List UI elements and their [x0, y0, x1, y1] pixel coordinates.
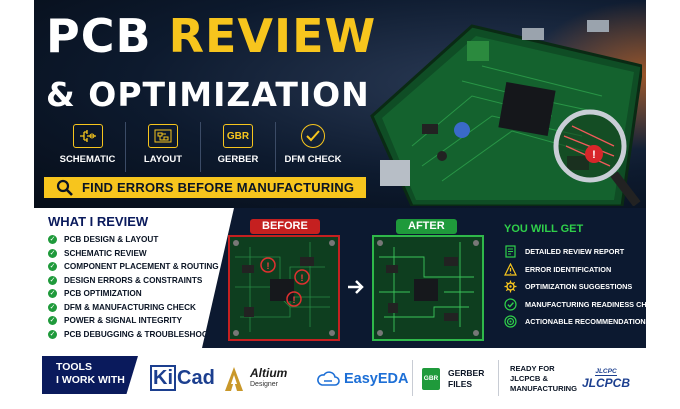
gear-icon: [504, 280, 517, 293]
jlcpcb-logo: JLCPC JLCPCB: [582, 367, 631, 390]
title-pcb: PCB: [46, 9, 152, 63]
cloud-icon: [317, 370, 340, 386]
list-item: ✓SCHEMATIC REVIEW: [48, 248, 147, 258]
check-icon: ✓: [48, 329, 57, 339]
list-item: ✓DESIGN ERRORS & CONSTRAINTS: [48, 275, 203, 285]
check-circle-icon: [504, 298, 517, 311]
review-heading: WHAT I REVIEW: [48, 214, 149, 229]
check-icon: ✓: [48, 275, 57, 285]
check-icon: ✓: [48, 262, 57, 272]
feature-gerber: GBR GERBER: [200, 122, 275, 172]
feature-label: DFM CHECK: [284, 154, 342, 165]
what-i-review-panel: WHAT I REVIEW ✓PCB DESIGN & LAYOUT ✓SCHE…: [34, 208, 234, 348]
list-item: ✓POWER & SIGNAL INTEGRITY: [48, 316, 183, 326]
title-review: REVIEW: [168, 9, 377, 63]
feature-schematic: SCHEMATIC: [50, 122, 125, 172]
divider: [412, 360, 413, 396]
svg-text:!: !: [301, 273, 304, 283]
report-icon: [505, 245, 516, 258]
check-icon: ✓: [48, 289, 57, 299]
magnifier-icon: [56, 179, 73, 196]
altium-mark-icon: [225, 366, 243, 391]
svg-text:!: !: [293, 295, 296, 305]
layout-icon: [148, 124, 178, 148]
list-item: ✓PCB OPTIMIZATION: [48, 289, 142, 299]
after-tag: AFTER: [396, 219, 457, 234]
gerber-file-icon: GBR: [422, 367, 440, 390]
review-list: ✓PCB DESIGN & LAYOUT ✓SCHEMATIC REVIEW ✓…: [48, 233, 228, 341]
list-item: ACTIONABLE RECOMMENDATIONS: [504, 313, 646, 331]
easyeda-logo: EasyEDA: [316, 348, 408, 409]
arrow-right-icon: [348, 280, 364, 294]
gerber-icon: GBR: [223, 124, 253, 148]
schematic-icon: [72, 124, 103, 148]
check-icon: ✓: [48, 248, 57, 258]
list-item: OPTIMIZATION SUGGESTIONS: [504, 278, 646, 296]
feature-row: SCHEMATIC LAYOUT GBR GERBER DFM CHECK: [50, 122, 360, 172]
list-item: ✓COMPONENT PLACEMENT & ROUTING: [48, 262, 219, 272]
svg-text:!: !: [592, 149, 596, 161]
feature-label: LAYOUT: [143, 154, 183, 165]
tools-badge: TOOLS I WORK WITH: [42, 356, 138, 394]
svg-text:!: !: [267, 261, 270, 271]
check-icon: ✓: [48, 316, 57, 326]
feature-dfm-check: DFM CHECK: [275, 122, 350, 172]
target-icon: [504, 315, 517, 328]
list-item: ✓PCB DESIGN & LAYOUT: [48, 235, 159, 245]
pcb-board-illustration: !: [370, 20, 642, 206]
hero-section: PCB REVIEW & OPTIMIZATION SCHEMATIC LAYO…: [34, 0, 646, 208]
list-item: ✓PCB DEBUGGING & TROUBLESHOOTING: [48, 329, 228, 339]
feature-label: SCHEMATIC: [59, 154, 116, 165]
check-icon: ✓: [48, 302, 57, 312]
warning-icon: [504, 262, 517, 276]
before-board-image: ! ! !: [228, 235, 340, 341]
check-icon: ✓: [48, 235, 57, 245]
feature-layout: LAYOUT: [125, 122, 200, 172]
after-board-image: [372, 235, 484, 341]
altium-logo: Altium Designer: [224, 348, 287, 409]
deliverables-list: DETAILED REVIEW REPORT ERROR IDENTIFICAT…: [504, 243, 646, 331]
feature-label: GERBER: [217, 154, 259, 165]
list-item: MANUFACTURING READINESS CHECK: [504, 296, 646, 314]
ready-for-jlcpcb-text: READY FOR JLCPCB & MANUFACTURING: [510, 363, 578, 393]
list-item: DETAILED REVIEW REPORT: [504, 243, 646, 261]
find-errors-text: FIND ERRORS BEFORE MANUFACTURING: [82, 180, 355, 195]
before-tag: BEFORE: [250, 219, 320, 234]
list-item: ERROR IDENTIFICATION: [504, 261, 646, 279]
check-icon: [301, 124, 325, 148]
list-item: ✓DFM & MANUFACTURING CHECK: [48, 302, 196, 312]
gig-banner: PCB REVIEW & OPTIMIZATION SCHEMATIC LAYO…: [34, 0, 646, 409]
main-title: PCB REVIEW: [46, 8, 376, 64]
subtitle-optimization: & OPTIMIZATION: [46, 75, 370, 114]
find-errors-bar: FIND ERRORS BEFORE MANUFACTURING: [44, 177, 366, 198]
gerber-files-logo: GBR GERBER FILES: [422, 367, 485, 390]
divider: [498, 360, 499, 396]
you-will-get-heading: YOU WILL GET: [504, 223, 584, 235]
